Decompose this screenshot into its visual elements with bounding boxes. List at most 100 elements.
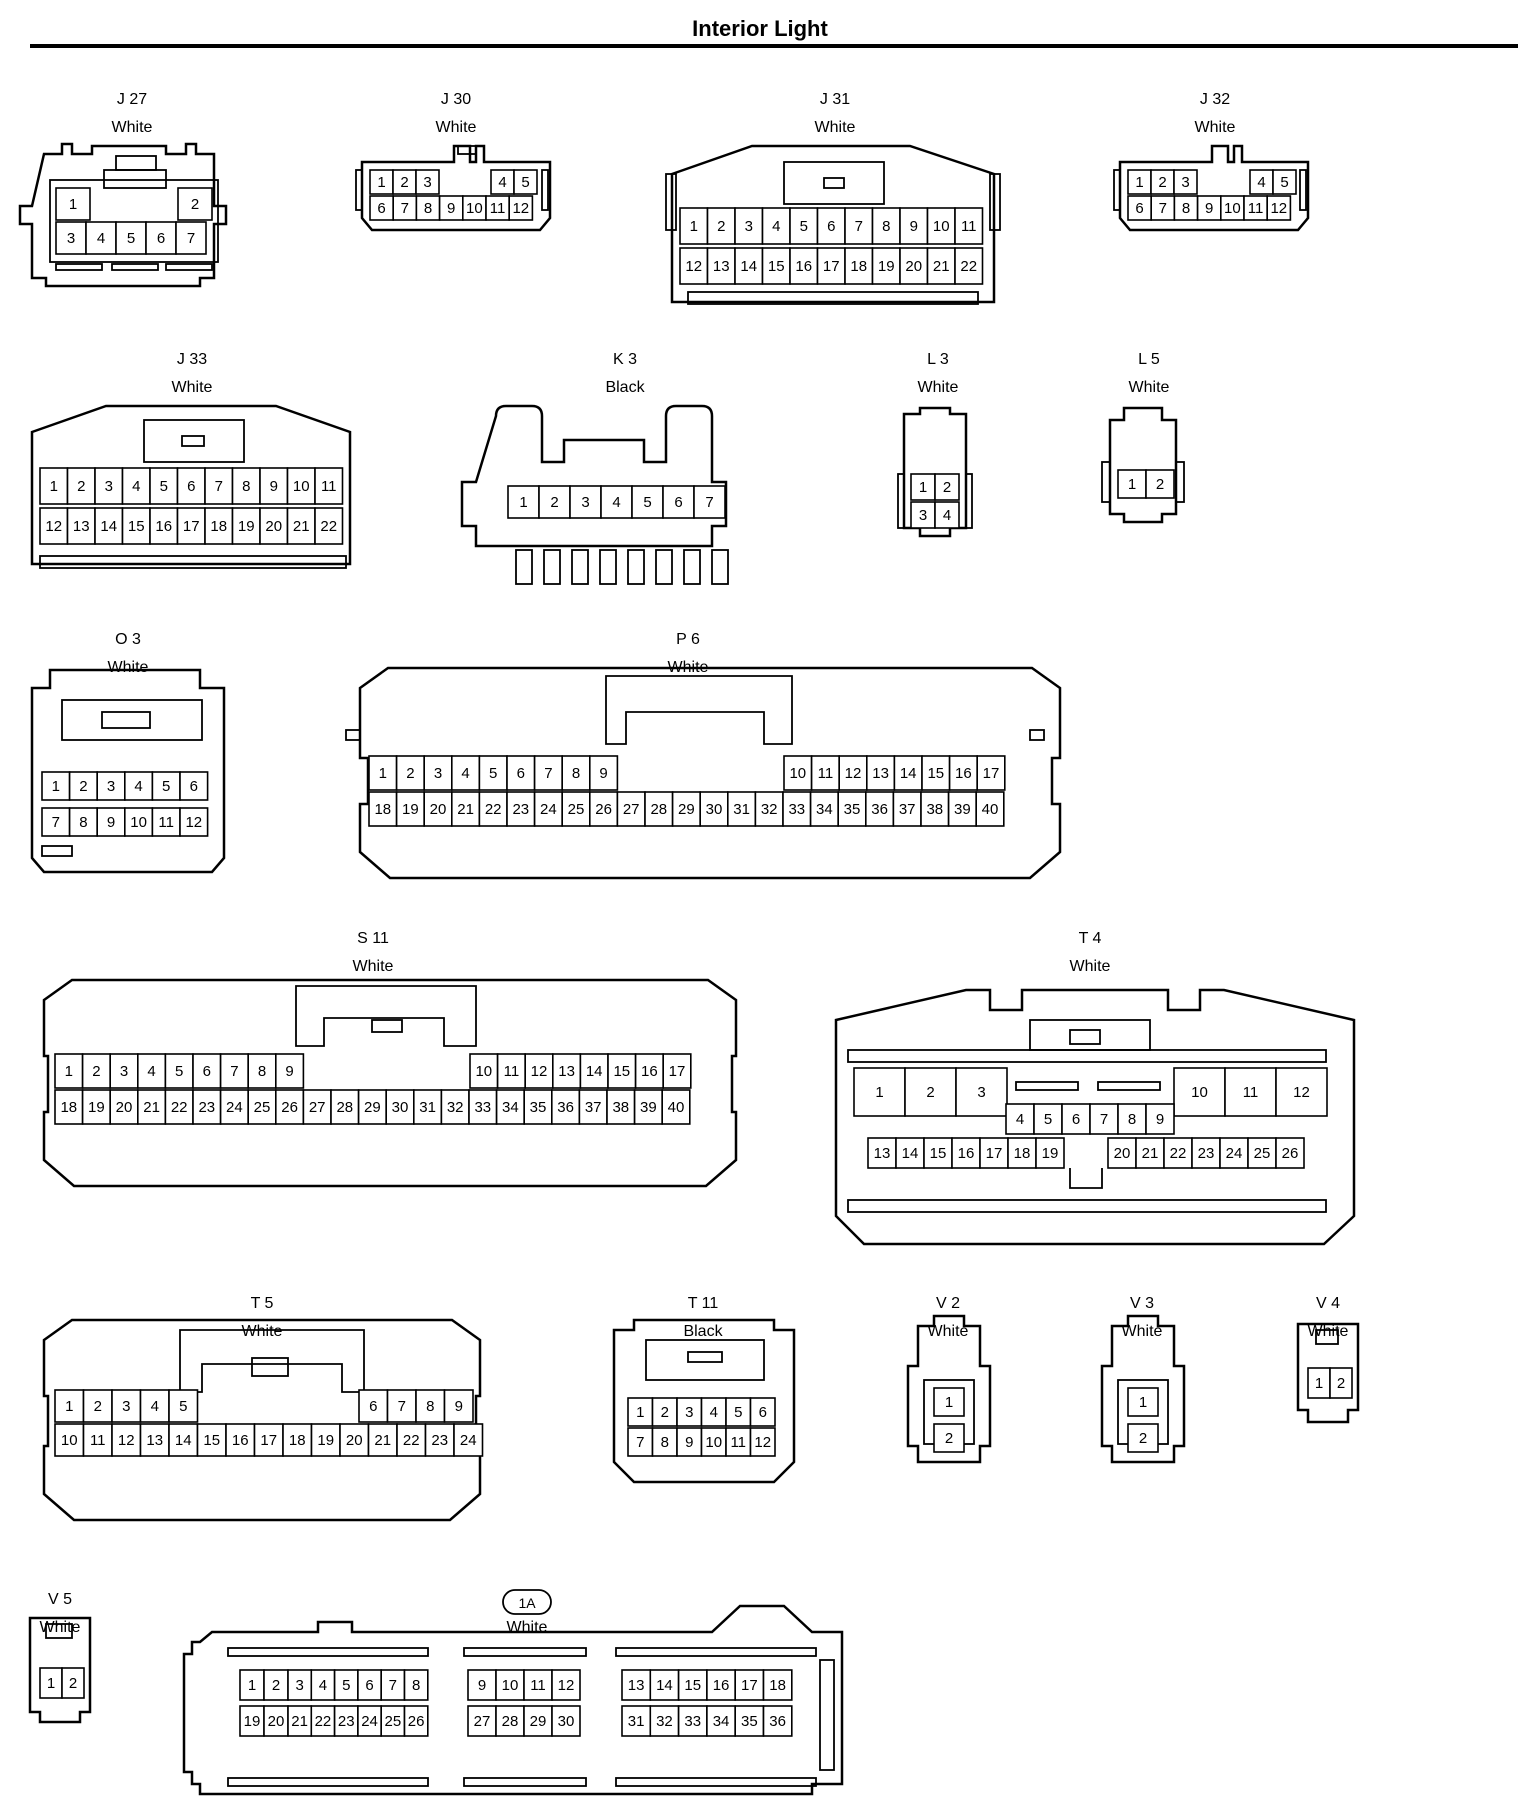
pin-number: 12 xyxy=(1270,200,1287,217)
pin-number: 22 xyxy=(403,1432,420,1449)
pin-cell xyxy=(700,1427,727,1457)
pin-number: 2 xyxy=(926,1084,934,1101)
pin-number: 37 xyxy=(899,801,916,818)
pin-cell xyxy=(415,169,440,195)
pin-number: 16 xyxy=(155,518,172,535)
pin-number: 3 xyxy=(122,1398,130,1415)
pin-number: 28 xyxy=(650,801,667,818)
pin-number: 11 xyxy=(961,218,977,235)
pin-cell xyxy=(478,791,508,827)
pin-number: 9 xyxy=(447,200,455,217)
shell-part xyxy=(1029,729,1045,741)
pin-cell xyxy=(176,467,206,505)
shell-part xyxy=(49,179,219,263)
pin-number: 6 xyxy=(674,494,682,511)
pin-number: 12 xyxy=(118,1432,135,1449)
connector-id: S 11 xyxy=(357,930,389,947)
pin-number: 12 xyxy=(754,1434,771,1451)
pin-cell xyxy=(179,771,209,801)
pin-number: 29 xyxy=(530,1713,547,1730)
pin-number: 18 xyxy=(289,1432,306,1449)
pin-cell xyxy=(513,169,538,195)
shell-part xyxy=(371,1019,403,1033)
pin-cell xyxy=(762,1669,793,1701)
pin-number: 27 xyxy=(474,1713,491,1730)
pin-number: 4 xyxy=(772,218,780,235)
pin-cell xyxy=(561,791,591,827)
pin-number: 13 xyxy=(872,765,889,782)
pin-cell xyxy=(219,1053,250,1089)
pin-cell xyxy=(934,501,960,529)
pin-number: 11 xyxy=(530,1677,546,1694)
pin-number: 24 xyxy=(361,1713,378,1730)
shell-part xyxy=(847,1049,1327,1063)
pin-cell xyxy=(467,1669,497,1701)
pin-cell xyxy=(1191,1137,1221,1169)
pin-cell xyxy=(85,221,117,255)
pin-number: 2 xyxy=(1337,1375,1345,1392)
pin-cell xyxy=(1173,1067,1226,1117)
pin-number: 1 xyxy=(248,1677,256,1694)
pin-number: 10 xyxy=(1224,200,1241,217)
pin-number: 5 xyxy=(1044,1111,1052,1128)
pin-cell xyxy=(41,807,71,837)
pin-number: 1 xyxy=(945,1394,953,1411)
pin-number: 4 xyxy=(710,1404,718,1421)
shell-part xyxy=(615,1777,817,1787)
shell-part xyxy=(645,1339,765,1381)
pin-number: 19 xyxy=(402,801,419,818)
pin-number: 20 xyxy=(905,258,922,275)
pin-number: 12 xyxy=(45,518,62,535)
pin-number: 20 xyxy=(116,1099,133,1116)
pin-cell xyxy=(495,1669,525,1701)
pin-number: 3 xyxy=(745,218,753,235)
pin-number: 14 xyxy=(656,1677,673,1694)
pin-cell xyxy=(314,467,344,505)
pin-number: 24 xyxy=(226,1099,243,1116)
shell-outline xyxy=(30,404,352,566)
pin-number: 9 xyxy=(107,814,115,831)
pin-cell xyxy=(1035,1137,1065,1169)
shell-part xyxy=(1175,461,1185,503)
pin-number: 34 xyxy=(502,1099,519,1116)
pin-cell xyxy=(96,807,126,837)
shell-part xyxy=(571,549,589,585)
pin-number: 15 xyxy=(930,1145,947,1162)
pin-number: 8 xyxy=(1128,1111,1136,1128)
shell-part xyxy=(115,155,157,171)
pin-cell xyxy=(314,507,344,545)
pin-number: 3 xyxy=(295,1677,303,1694)
pin-number: 31 xyxy=(733,801,750,818)
pin-number: 5 xyxy=(1280,174,1288,191)
pin-cell xyxy=(933,1423,965,1453)
pin-cell xyxy=(1275,1137,1305,1169)
pin-number: 13 xyxy=(73,518,90,535)
pin-number: 11 xyxy=(818,765,834,782)
pin-number: 7 xyxy=(1100,1111,1108,1128)
shell-part xyxy=(1069,1029,1101,1045)
pin-cell xyxy=(634,1053,664,1089)
pin-number: 1 xyxy=(1128,476,1136,493)
pin-number: 14 xyxy=(586,1063,603,1080)
pin-number: 36 xyxy=(871,801,888,818)
pin-number: 36 xyxy=(557,1099,574,1116)
pin-cell xyxy=(175,221,207,255)
pin-cell xyxy=(1272,169,1297,195)
shell-part xyxy=(847,1199,1327,1213)
pin-cell xyxy=(551,1705,581,1737)
pin-number: 4 xyxy=(134,778,142,795)
shell-part xyxy=(897,473,905,529)
pin-number: 19 xyxy=(878,258,895,275)
pin-number: 1 xyxy=(919,479,927,496)
pin-number: 11 xyxy=(158,814,174,831)
pin-number: 15 xyxy=(613,1063,630,1080)
shell-part xyxy=(515,549,533,585)
pin-number: 10 xyxy=(502,1677,519,1694)
pin-number: 23 xyxy=(512,801,529,818)
pin-number: 12 xyxy=(845,765,862,782)
pin-number: 11 xyxy=(1243,1084,1259,1101)
